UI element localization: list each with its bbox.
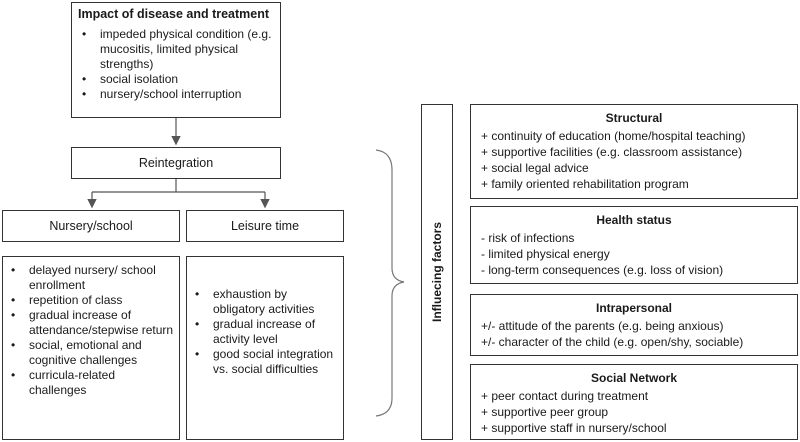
list-item: + continuity of education (home/hospital… bbox=[481, 129, 746, 143]
list-item: - risk of infections bbox=[481, 231, 575, 245]
nursery-list-box: delayed nursery/ school enrollment repet… bbox=[2, 256, 180, 440]
reintegration-box: Reintegration bbox=[71, 147, 281, 179]
list-item: curricula-related challenges bbox=[7, 368, 175, 398]
structural-list: + continuity of education (home/hospital… bbox=[477, 128, 791, 192]
impact-title: Impact of disease and treatment bbox=[78, 7, 270, 21]
intrapersonal-list: +/- attitude of the parents (e.g. being … bbox=[477, 318, 791, 350]
list-item: + peer contact during treatment bbox=[481, 389, 649, 403]
list-item: nursery/school interruption bbox=[78, 87, 274, 102]
health-status-list: - risk of infections - limited physical … bbox=[477, 230, 791, 278]
leisure-title: Leisure time bbox=[230, 219, 300, 233]
list-item: +/- attitude of the parents (e.g. being … bbox=[481, 319, 724, 333]
structural-title: Structural bbox=[605, 111, 663, 125]
intrapersonal-box: Intrapersonal +/- attitude of the parent… bbox=[470, 294, 798, 356]
list-item: exhaustion by obligatory activities bbox=[191, 287, 339, 317]
list-item: +/- character of the child (e.g. open/sh… bbox=[481, 335, 744, 349]
impact-box: Impact of disease and treatment impeded … bbox=[71, 2, 281, 118]
leisure-list: exhaustion by obligatory activities grad… bbox=[191, 287, 339, 377]
list-item: good social integration vs. social diffi… bbox=[191, 347, 339, 377]
influencing-factors-label: Influecing factors bbox=[430, 221, 444, 323]
nursery-header-box: Nursery/school bbox=[2, 210, 180, 242]
social-network-list: + peer contact during treatment + suppor… bbox=[477, 388, 791, 436]
structural-box: Structural + continuity of education (ho… bbox=[470, 104, 798, 199]
list-item: social, emotional and cognitive challeng… bbox=[7, 338, 175, 368]
list-item: gradual increase of attendance/stepwise … bbox=[7, 308, 175, 338]
impact-list: impeded physical condition (e.g. mucosit… bbox=[78, 27, 274, 102]
list-item: delayed nursery/ school enrollment bbox=[7, 263, 175, 293]
intrapersonal-title: Intrapersonal bbox=[595, 301, 673, 315]
list-item: impeded physical condition (e.g. mucosit… bbox=[78, 27, 274, 72]
health-status-box: Health status - risk of infections - lim… bbox=[470, 206, 798, 284]
list-item: repetition of class bbox=[7, 293, 175, 308]
health-status-title: Health status bbox=[596, 213, 672, 227]
list-item: - limited physical energy bbox=[481, 247, 610, 261]
list-item: - long-term consequences (e.g. loss of v… bbox=[481, 263, 724, 277]
social-network-box: Social Network + peer contact during tre… bbox=[470, 364, 798, 440]
leisure-list-box: exhaustion by obligatory activities grad… bbox=[186, 256, 344, 440]
list-item: + social legal advice bbox=[481, 161, 589, 175]
list-item: social isolation bbox=[78, 72, 274, 87]
list-item: + supportive facilities (e.g. classroom … bbox=[481, 145, 743, 159]
list-item: + supportive staff in nursery/school bbox=[481, 421, 667, 435]
social-network-title: Social Network bbox=[590, 371, 678, 385]
nursery-title: Nursery/school bbox=[49, 219, 133, 233]
list-item: gradual increase of activity level bbox=[191, 317, 339, 347]
nursery-list: delayed nursery/ school enrollment repet… bbox=[7, 263, 175, 398]
list-item: + supportive peer group bbox=[481, 405, 609, 419]
list-item: + family oriented rehabilitation program bbox=[481, 177, 689, 191]
reintegration-title: Reintegration bbox=[138, 156, 214, 170]
leisure-header-box: Leisure time bbox=[186, 210, 344, 242]
influencing-factors-label-box: Influecing factors bbox=[421, 104, 453, 440]
curly-brace bbox=[375, 149, 405, 417]
